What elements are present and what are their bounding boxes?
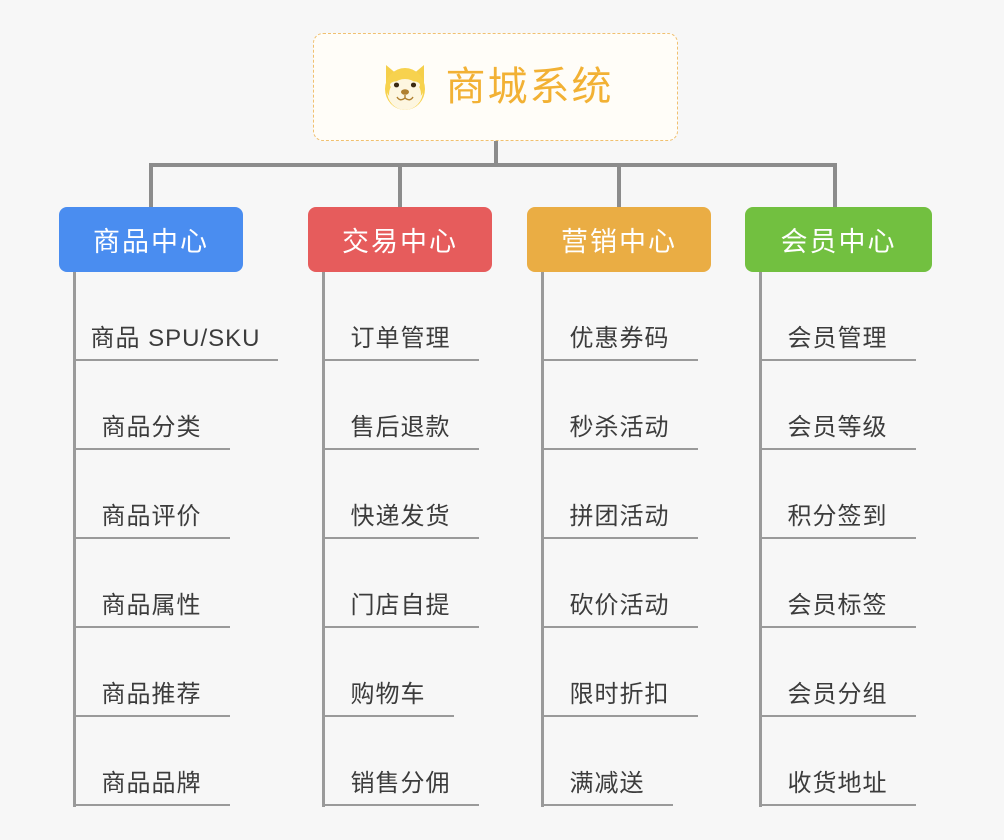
- leaf-item[interactable]: 砍价活动: [541, 539, 698, 628]
- leaf-item[interactable]: 会员等级: [759, 361, 916, 450]
- leaf-item[interactable]: 会员管理: [759, 272, 916, 361]
- leaf-label: 商品品牌: [101, 770, 202, 798]
- connector-drop-2: [398, 163, 402, 207]
- leaf-label: 拼团活动: [569, 503, 670, 531]
- branch-header-label: 会员中心: [780, 227, 897, 257]
- branch-header-trade-center[interactable]: 交易中心: [308, 207, 492, 272]
- leaf-label: 会员标签: [787, 592, 888, 620]
- leaf-item[interactable]: 收货地址: [759, 717, 916, 806]
- branch-header-label: 商品中心: [93, 227, 209, 257]
- leaf-label: 门店自提: [350, 592, 451, 620]
- leaf-label: 积分签到: [787, 503, 888, 531]
- leaf-item[interactable]: 秒杀活动: [541, 361, 698, 450]
- shiba-dog-face-icon: [378, 61, 432, 113]
- leaf-item[interactable]: 积分签到: [759, 450, 916, 539]
- leaf-label: 快递发货: [350, 503, 451, 531]
- leaf-item[interactable]: 门店自提: [322, 539, 479, 628]
- leaf-label: 订单管理: [350, 325, 451, 353]
- leaf-label: 满减送: [569, 770, 645, 798]
- connector-drop-4: [833, 163, 837, 207]
- root-title: 商城系统: [445, 65, 614, 109]
- leaf-item[interactable]: 商品分类: [73, 361, 230, 450]
- leaf-label: 商品 SPU/SKU: [90, 325, 261, 353]
- leaf-label: 会员分组: [787, 681, 888, 709]
- leaf-label: 商品评价: [101, 503, 202, 531]
- leaf-item[interactable]: 满减送: [541, 717, 673, 806]
- branch-header-label: 营销中心: [561, 227, 677, 257]
- leaf-item[interactable]: 订单管理: [322, 272, 479, 361]
- leaf-label: 会员管理: [787, 325, 888, 353]
- leaf-item[interactable]: 会员分组: [759, 628, 916, 717]
- leaf-label: 收货地址: [787, 770, 888, 798]
- leaf-item[interactable]: 会员标签: [759, 539, 916, 628]
- connector-drop-3: [617, 163, 621, 207]
- connector-bus: [149, 163, 837, 167]
- leaf-item[interactable]: 快递发货: [322, 450, 479, 539]
- leaf-item[interactable]: 商品属性: [73, 539, 230, 628]
- branch-spine: [759, 272, 762, 807]
- connector-drop-1: [149, 163, 153, 207]
- leaf-label: 售后退款: [350, 414, 451, 442]
- leaf-label: 会员等级: [787, 414, 888, 442]
- leaf-label: 商品属性: [101, 592, 202, 620]
- leaf-label: 商品分类: [101, 414, 202, 442]
- leaf-item[interactable]: 限时折扣: [541, 628, 698, 717]
- connector-trunk: [494, 141, 498, 165]
- root-node-shop-system[interactable]: 商城系统: [313, 33, 678, 141]
- leaf-item[interactable]: 销售分佣: [322, 717, 479, 806]
- leaf-label: 销售分佣: [350, 770, 451, 798]
- leaf-label: 优惠券码: [569, 325, 670, 353]
- branch-header-marketing-center[interactable]: 营销中心: [527, 207, 711, 272]
- leaf-label: 砍价活动: [569, 592, 670, 620]
- branch-spine: [322, 272, 325, 807]
- leaf-item[interactable]: 拼团活动: [541, 450, 698, 539]
- leaf-label: 限时折扣: [569, 681, 670, 709]
- leaf-item[interactable]: 商品 SPU/SKU: [73, 272, 278, 361]
- branch-header-label: 交易中心: [342, 227, 458, 257]
- leaf-label: 购物车: [350, 681, 426, 709]
- leaf-item[interactable]: 购物车: [322, 628, 454, 717]
- leaf-label: 商品推荐: [101, 681, 202, 709]
- leaf-item[interactable]: 售后退款: [322, 361, 479, 450]
- leaf-item[interactable]: 商品品牌: [73, 717, 230, 806]
- branch-spine: [73, 272, 76, 807]
- branch-header-product-center[interactable]: 商品中心: [59, 207, 243, 272]
- leaf-item[interactable]: 商品评价: [73, 450, 230, 539]
- leaf-label: 秒杀活动: [569, 414, 670, 442]
- branch-header-member-center[interactable]: 会员中心: [745, 207, 932, 272]
- leaf-item[interactable]: 优惠券码: [541, 272, 698, 361]
- branch-spine: [541, 272, 544, 807]
- leaf-item[interactable]: 商品推荐: [73, 628, 230, 717]
